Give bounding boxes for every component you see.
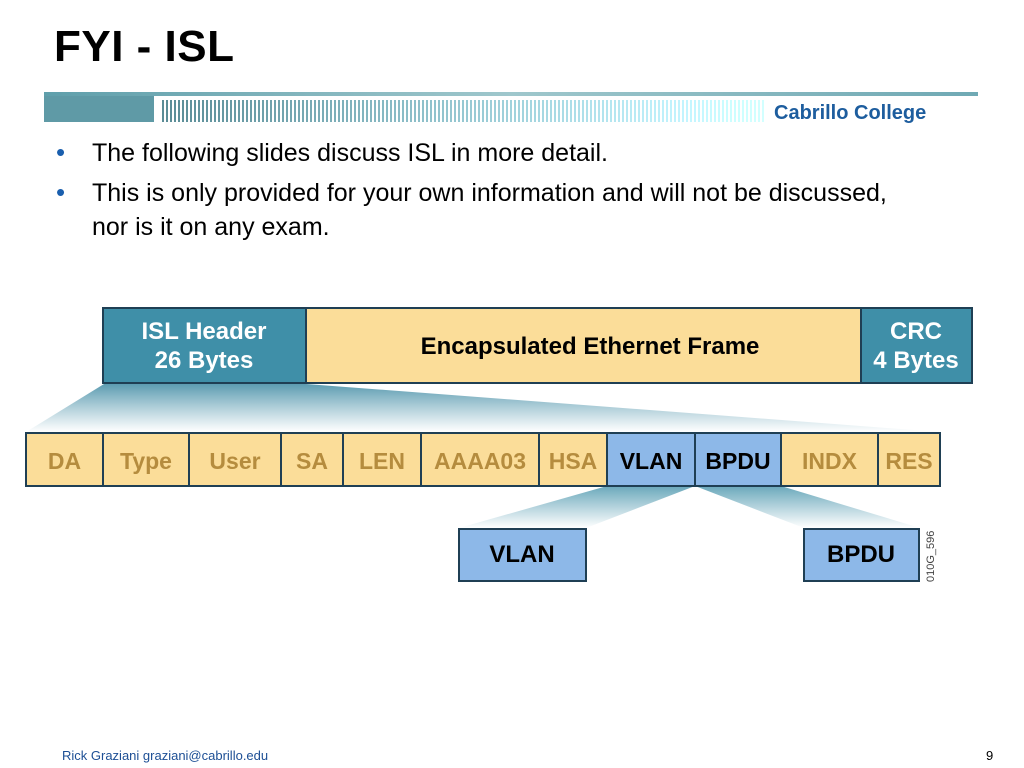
bullet-list: • The following slides discuss ISL in mo… [56, 136, 916, 250]
crc-label: CRC [890, 318, 942, 345]
header-decorative-band [44, 92, 978, 122]
bpdu-detail-label: BPDU [827, 541, 895, 568]
header-field-label-hsa: HSA [549, 448, 598, 474]
header-field-hsa [538, 432, 608, 487]
header-field-label-len: LEN [359, 448, 405, 474]
header-field-vlan [606, 432, 696, 487]
bullet-text: This is only provided for your own infor… [92, 179, 887, 241]
college-logo-text: Cabrillo College [774, 102, 927, 124]
crc-box [860, 307, 973, 384]
header-field-label-da: DA [48, 448, 81, 474]
header-field-label-indx: INDX [802, 448, 858, 474]
header-field-label-vlan: VLAN [620, 448, 683, 474]
slide-title: FYI - ISL [54, 22, 235, 71]
bpdu-detail-box [803, 528, 920, 582]
header-field-res [877, 432, 941, 487]
bullet-icon: • [56, 177, 66, 207]
header-field-da [25, 432, 104, 487]
payload-box [305, 307, 862, 384]
header-field-len [342, 432, 422, 487]
bullet-item: • This is only provided for your own inf… [56, 176, 916, 244]
bpdu-funnel [695, 486, 920, 528]
isl-header-box [102, 307, 307, 384]
header-field-user [188, 432, 282, 487]
figure-id: 010G_596 [925, 531, 937, 582]
header-field-label-bpdu: BPDU [705, 448, 770, 474]
isl-header-fields: DA Type User SA LEN AAAA03 HSA VLAN BPDU INDX RES [25, 432, 941, 487]
vlan-funnel [459, 486, 695, 528]
page-number: 9 [986, 748, 994, 763]
header-field-sa [280, 432, 344, 487]
header-field-aaaa03 [420, 432, 540, 487]
isl-header-label: ISL Header [142, 318, 267, 345]
crc-size: 4 Bytes [873, 347, 958, 374]
header-field-label-sa: SA [296, 448, 328, 474]
header-field-label-res: RES [885, 448, 932, 474]
header-field-label-aaaa03: AAAA03 [434, 448, 526, 474]
bullet-item: • The following slides discuss ISL in mo… [56, 136, 916, 170]
header-field-label-user: User [209, 448, 260, 474]
vlan-detail-label: VLAN [489, 541, 554, 568]
vlan-detail-box [458, 528, 587, 582]
bullet-text: The following slides discuss ISL in more… [92, 139, 608, 167]
expansion-funnel [26, 384, 940, 432]
bullet-icon: • [56, 137, 66, 167]
isl-header-size: 26 Bytes [155, 347, 254, 374]
header-field-label-type: Type [120, 448, 172, 474]
footer-author: Rick Graziani graziani@cabrillo.edu [62, 748, 269, 763]
payload-label: Encapsulated Ethernet Frame [421, 333, 760, 360]
